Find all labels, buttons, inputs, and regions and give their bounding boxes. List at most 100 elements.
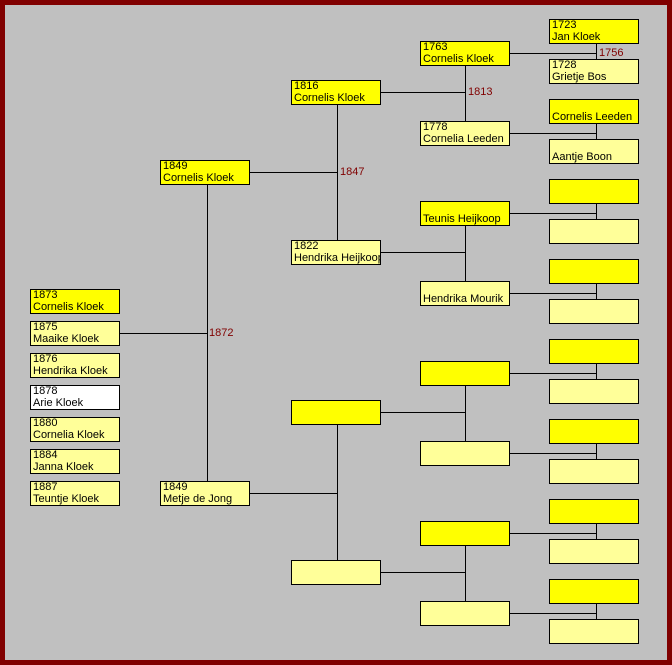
birth-year bbox=[552, 140, 638, 152]
connector-line bbox=[249, 172, 337, 173]
mother-box[interactable] bbox=[549, 619, 639, 644]
birth-year bbox=[423, 362, 509, 374]
birth-year bbox=[423, 442, 509, 454]
father-box[interactable]: Teunis Heijkoop bbox=[420, 201, 510, 226]
person-name bbox=[423, 614, 509, 626]
birth-year bbox=[552, 380, 638, 392]
birth-year bbox=[294, 401, 380, 413]
person-name: Cornelis Leeden bbox=[552, 110, 633, 123]
connector-line bbox=[596, 604, 597, 619]
father-box[interactable] bbox=[420, 361, 510, 386]
birth-year: 1778 bbox=[423, 121, 448, 133]
connector-line bbox=[509, 53, 596, 54]
father-box[interactable] bbox=[549, 419, 639, 444]
connector-line bbox=[465, 546, 466, 601]
mother-box[interactable] bbox=[549, 379, 639, 404]
birth-year bbox=[423, 202, 509, 214]
connector-line bbox=[337, 425, 338, 560]
person-name: Metje de Jong bbox=[163, 492, 233, 505]
birth-year: 1884 bbox=[33, 449, 58, 461]
birth-year bbox=[552, 180, 638, 192]
connector-line bbox=[207, 185, 208, 481]
person-name bbox=[552, 592, 638, 604]
person-name bbox=[552, 272, 638, 284]
person-name: Cornelis Kloek bbox=[294, 91, 365, 104]
connector-line bbox=[380, 92, 465, 93]
mother-box[interactable] bbox=[549, 219, 639, 244]
father-box[interactable] bbox=[420, 521, 510, 546]
birth-year: 1816 bbox=[294, 80, 319, 92]
marriage-year: 1813 bbox=[468, 86, 493, 98]
birth-year bbox=[423, 522, 509, 534]
connector-line bbox=[509, 373, 596, 374]
person-name: Hendrika Heijkoop bbox=[294, 251, 381, 264]
person-name: Cornelis Kloek bbox=[163, 171, 234, 184]
mother-box[interactable] bbox=[420, 441, 510, 466]
person-name: Hendrika Mourik bbox=[423, 292, 504, 305]
birth-year: 1849 bbox=[163, 160, 188, 172]
person-name: Hendrika Kloek bbox=[33, 364, 108, 377]
birth-year: 1849 bbox=[163, 481, 188, 493]
person-name: Aantje Boon bbox=[552, 150, 612, 163]
connector-line bbox=[380, 412, 465, 413]
connector-line bbox=[509, 293, 596, 294]
mother-box[interactable] bbox=[549, 299, 639, 324]
father-box[interactable] bbox=[549, 179, 639, 204]
father-box[interactable] bbox=[549, 499, 639, 524]
connector-line bbox=[465, 226, 466, 281]
person-name bbox=[552, 392, 638, 404]
connector-line bbox=[509, 213, 596, 214]
connector-line bbox=[509, 613, 596, 614]
birth-year bbox=[552, 580, 638, 592]
mother-box[interactable] bbox=[549, 539, 639, 564]
birth-year: 1728 bbox=[552, 59, 577, 71]
birth-year bbox=[423, 602, 509, 614]
birth-year: 1723 bbox=[552, 19, 577, 31]
birth-year bbox=[552, 340, 638, 352]
mother-box[interactable]: Aantje Boon bbox=[549, 139, 639, 164]
father-box[interactable]: Cornelis Leeden bbox=[549, 99, 639, 124]
father-box[interactable] bbox=[549, 259, 639, 284]
person-name bbox=[552, 352, 638, 364]
connector-line bbox=[118, 333, 207, 334]
mother-box[interactable] bbox=[291, 560, 381, 585]
father-box[interactable] bbox=[549, 579, 639, 604]
birth-year: 1880 bbox=[33, 417, 58, 429]
father-box[interactable] bbox=[291, 400, 381, 425]
person-name: Grietje Bos bbox=[552, 70, 607, 83]
person-name bbox=[552, 472, 638, 484]
birth-year bbox=[552, 500, 638, 512]
mother-box[interactable] bbox=[549, 459, 639, 484]
person-name: Cornelis Kloek bbox=[33, 300, 104, 313]
mother-box[interactable] bbox=[420, 601, 510, 626]
birth-year bbox=[423, 282, 509, 294]
birth-year: 1875 bbox=[33, 321, 58, 333]
person-name bbox=[552, 312, 638, 324]
marriage-year: 1756 bbox=[599, 47, 624, 59]
person-name: Teuntje Kloek bbox=[33, 492, 100, 505]
person-name bbox=[294, 413, 380, 425]
connector-line bbox=[380, 572, 465, 573]
marriage-year: 1872 bbox=[209, 327, 234, 339]
mother-box[interactable]: Hendrika Mourik bbox=[420, 281, 510, 306]
birth-year bbox=[552, 100, 638, 112]
father-box[interactable] bbox=[549, 339, 639, 364]
connector-line bbox=[596, 284, 597, 299]
birth-year bbox=[294, 561, 380, 573]
